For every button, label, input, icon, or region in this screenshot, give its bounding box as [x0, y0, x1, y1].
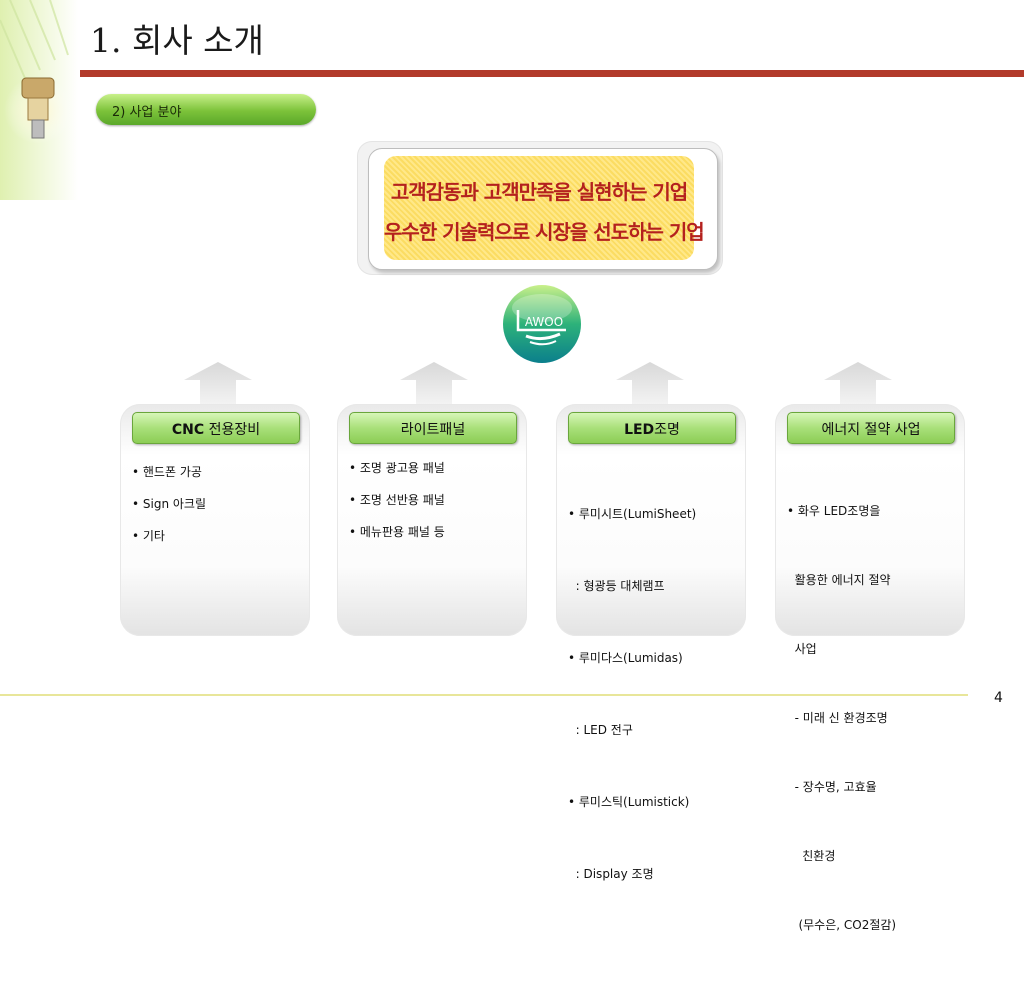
up-arrow-icon	[616, 362, 684, 406]
card-header: 라이트패널	[349, 412, 517, 444]
list-item: • 루미다스(Lumidas)	[568, 651, 683, 665]
business-card-led: LED조명 • 루미시트(LumiSheet) : 형광등 대체램프 • 루미다…	[556, 404, 746, 881]
list-item: : LED 전구	[568, 723, 633, 737]
card-title: 전용장비	[204, 422, 261, 438]
card-list: • 조명 광고용 패널 • 조명 선반용 패널 • 메뉴판용 패널 등	[349, 452, 445, 548]
footer-divider	[0, 694, 968, 696]
section-label: 2) 사업 분야	[112, 105, 182, 120]
card-title: 에너지 절약 사업	[821, 422, 921, 438]
page-title: 1. 회사 소개	[90, 21, 264, 60]
business-card-cnc: CNC 전용장비 • 핸드폰 가공 • Sign 아크릴 • 기타	[120, 404, 310, 636]
card-title: 조명	[654, 422, 680, 438]
list-item: • 화우 LED조명을	[787, 504, 881, 518]
card-title-bold: CNC	[171, 422, 205, 438]
card-list: • 화우 LED조명을 활용한 에너지 절약 사업 - 미래 신 환경조명 - …	[787, 454, 896, 983]
list-item: • 조명 선반용 패널	[349, 493, 445, 507]
list-item: • 조명 광고용 패널	[349, 461, 445, 475]
list-item: • 핸드폰 가공	[132, 465, 202, 479]
card-header: CNC 전용장비	[132, 412, 300, 444]
list-item: : 형광등 대체램프	[568, 579, 665, 593]
list-item: 사업	[787, 642, 817, 656]
company-logo: AWOO	[503, 285, 581, 363]
card-header: 에너지 절약 사업	[787, 412, 955, 444]
motto-line-2: 우수한 기술력으로 시장을 선도하는 기업	[384, 220, 705, 244]
list-item: • 메뉴판용 패널 등	[349, 525, 445, 539]
list-item: • 기타	[132, 529, 165, 543]
lamp-decoration-image	[0, 0, 78, 200]
section-pill: 2) 사업 분야	[96, 94, 316, 125]
list-item: (무수은, CO2절감)	[787, 918, 897, 932]
business-card-energy: 에너지 절약 사업 • 화우 LED조명을 활용한 에너지 절약 사업 - 미래…	[775, 404, 965, 932]
business-card-light-panel: 라이트패널 • 조명 광고용 패널 • 조명 선반용 패널 • 메뉴판용 패널 …	[337, 404, 527, 636]
card-title-bold: LED	[624, 422, 655, 438]
list-item: - 장수명, 고효율	[787, 780, 877, 794]
list-item: 활용한 에너지 절약	[787, 573, 891, 587]
header-divider	[80, 70, 1024, 77]
card-list: • 핸드폰 가공 • Sign 아크릴 • 기타	[132, 456, 206, 552]
up-arrow-icon	[400, 362, 468, 406]
list-item: 친환경	[787, 849, 836, 863]
up-arrow-icon	[824, 362, 892, 406]
motto-line-1: 고객감동과 고객만족을 실현하는 기업	[390, 180, 688, 204]
page-number: 4	[994, 690, 1003, 706]
list-item: - 미래 신 환경조명	[787, 711, 888, 725]
list-item: • Sign 아크릴	[132, 497, 207, 511]
list-item: • 루미스틱(Lumistick)	[568, 795, 690, 809]
card-header: LED조명	[568, 412, 736, 444]
list-item: • 루미시트(LumiSheet)	[568, 507, 697, 521]
list-item: : Display 조명	[568, 867, 654, 881]
motto-panel: 고객감동과 고객만족을 실현하는 기업 우수한 기술력으로 시장을 선도하는 기…	[384, 156, 705, 260]
up-arrow-icon	[184, 362, 252, 406]
logo-text: AWOO	[525, 315, 563, 329]
card-title: 라이트패널	[400, 422, 466, 438]
